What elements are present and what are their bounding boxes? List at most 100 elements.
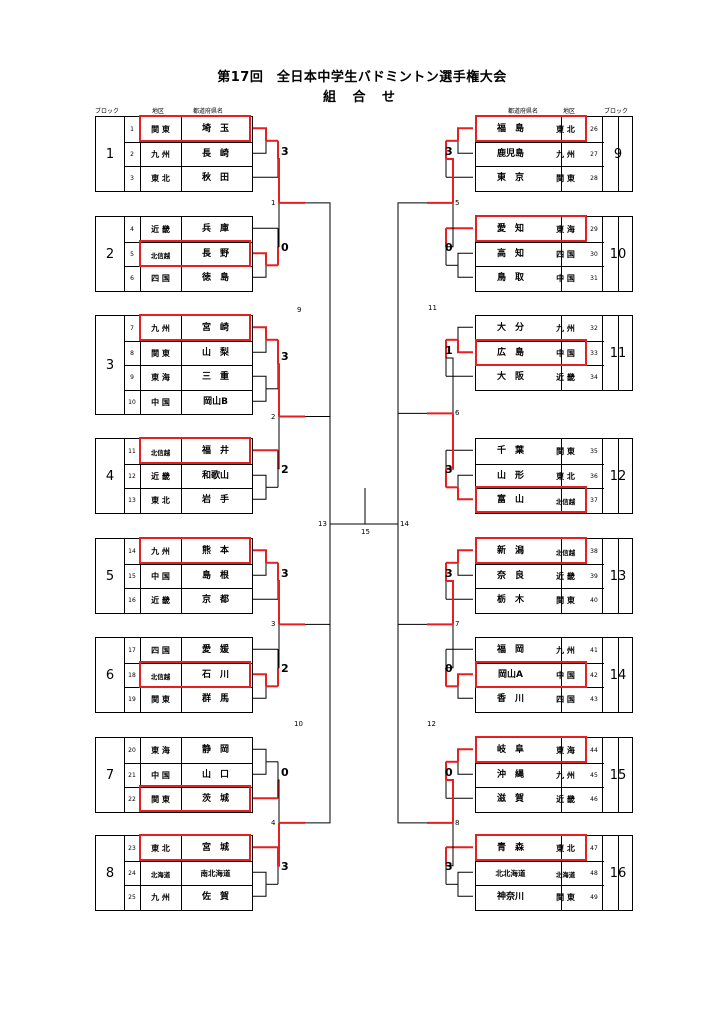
region-name: 北信越: [150, 448, 171, 457]
entry-number: 46: [590, 796, 598, 803]
round1-connector: [446, 580, 454, 625]
region-name: 東 北: [151, 496, 170, 505]
region-name: 北海道: [555, 870, 576, 879]
prefecture-name: 山 形: [496, 471, 524, 481]
region-name: 北信越: [555, 497, 576, 506]
round2-connector: [397, 202, 427, 414]
row-divider: [124, 365, 252, 366]
prefecture-name: 和歌山: [201, 471, 229, 481]
row-divider: [124, 488, 252, 489]
region-name: 東 海: [151, 746, 170, 755]
region-name: 関 東: [556, 893, 575, 902]
region-name: 九 州: [556, 771, 575, 780]
team-connector: [251, 686, 267, 699]
prefecture-name: 神奈川: [496, 892, 524, 902]
team-connector: [251, 388, 267, 402]
prefecture-name: 岐 阜: [496, 745, 524, 755]
round2-connector: [305, 202, 331, 418]
entry-number: 29: [590, 226, 598, 233]
team-connector: [251, 339, 267, 353]
entry-number: 19: [128, 696, 136, 703]
entry-number: 2: [130, 151, 134, 158]
team-connector: [251, 252, 267, 266]
round1-connector: [278, 158, 280, 203]
team-connector: [457, 140, 473, 154]
entry-number: 37: [590, 497, 598, 504]
entry-number: 43: [590, 696, 598, 703]
row-divider: [476, 142, 604, 143]
prefecture-name: 埼 玉: [201, 124, 229, 134]
entry-number: 32: [590, 325, 598, 332]
prefecture-name: 青 森: [496, 843, 524, 853]
prefecture-name: 滋 賀: [496, 794, 524, 804]
entry-number: 34: [590, 374, 598, 381]
entry-number: 1: [130, 126, 134, 133]
entry-number: 24: [128, 870, 136, 877]
entry-number: 13: [128, 497, 136, 504]
block-number: 6: [105, 667, 115, 683]
team-connector: [457, 884, 473, 897]
entry-number: 7: [130, 325, 134, 332]
region-name: 九 州: [151, 893, 170, 902]
column-divider: [602, 836, 603, 910]
entry-number: 27: [590, 151, 598, 158]
score-value: 3: [281, 350, 289, 364]
match-number: 1: [271, 198, 276, 207]
column-header-pref-left: 都道府県名: [193, 108, 224, 115]
prefecture-name: 北北海道: [495, 869, 526, 878]
score-value: 3: [281, 567, 289, 581]
region-name: 中 国: [556, 349, 575, 358]
prefecture-name: 富 山: [496, 495, 524, 505]
entry-number: 12: [128, 473, 136, 480]
column-divider: [618, 217, 619, 291]
round1-connector: [446, 822, 454, 867]
team-connector: [251, 748, 267, 762]
column-divider: [618, 539, 619, 613]
team-connector: [251, 673, 267, 687]
prefecture-name: 兵 庫: [201, 224, 229, 234]
region-name: 関 東: [151, 795, 170, 804]
row-divider: [476, 861, 604, 862]
row-divider: [476, 763, 604, 764]
team-connector: [457, 127, 473, 141]
region-name: 関 東: [556, 447, 575, 456]
entry-number: 44: [590, 747, 598, 754]
team-connector: [457, 673, 473, 687]
entry-number: 33: [590, 350, 598, 357]
region-name: 九 州: [151, 150, 170, 159]
row-divider: [124, 242, 252, 243]
row-divider: [476, 564, 604, 565]
score-value: 3: [281, 859, 289, 873]
prefecture-name: 静 岡: [201, 745, 229, 755]
column-header-block-left: ブロック: [95, 108, 120, 115]
score-value: 0: [445, 661, 453, 675]
team-connector: [251, 549, 267, 563]
column-divider: [618, 638, 619, 712]
column-divider: [140, 439, 141, 513]
entry-number: 47: [590, 845, 598, 852]
entry-number: 26: [590, 126, 598, 133]
entry-number: 38: [590, 548, 598, 555]
match-number: 2: [271, 412, 276, 421]
column-divider: [561, 836, 562, 910]
row-divider: [124, 142, 252, 143]
block-number: 16: [604, 836, 632, 910]
block-number: 2: [105, 246, 115, 262]
row-divider: [476, 266, 604, 267]
